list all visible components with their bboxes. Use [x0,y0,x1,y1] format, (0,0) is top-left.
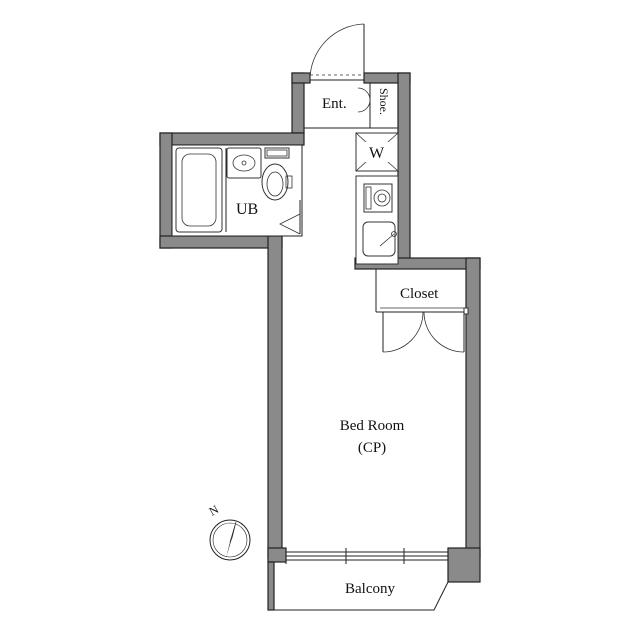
wall-main-right [465,257,481,559]
entrance-door [309,23,365,81]
balcony-window [285,548,448,564]
unit-bath [171,144,303,237]
balcony [273,566,449,611]
label-washer: W [369,145,385,162]
label-entrance: Ent. [322,96,347,112]
toilet-tank [264,147,290,159]
wall-main-left [267,235,283,559]
label-bedroom: Bed Room [340,418,405,434]
label-balcony: Balcony [345,581,395,597]
room-labels: Ent. Shoe. W UB Closet Bed Room (CP) Bal… [207,88,440,597]
washbasin [226,147,262,179]
north-arrow-compass [209,519,251,561]
label-shoe: Shoe. [377,88,391,115]
washer-space [355,132,399,172]
kitchen [355,175,399,265]
compass-north-label: N [207,502,222,519]
bathtub [175,147,223,233]
wall-entrance-top-left [291,72,311,84]
wall-balcony-left [267,561,275,611]
label-bedroom-cp: (CP) [358,440,386,456]
wall-bottom-right [447,547,481,583]
wall-bottom-left [267,547,287,563]
sink [362,221,396,257]
label-closet: Closet [400,286,439,302]
wall-right-upper [397,72,411,269]
wall-bath-bottom [159,235,283,249]
closet [375,269,469,353]
label-bath: UB [236,201,258,218]
toilet-bowl [261,163,289,201]
walls [159,72,481,611]
shoe-box-doors [357,87,371,113]
wall-bath-left [159,132,173,249]
wall-bath-top [159,132,305,146]
